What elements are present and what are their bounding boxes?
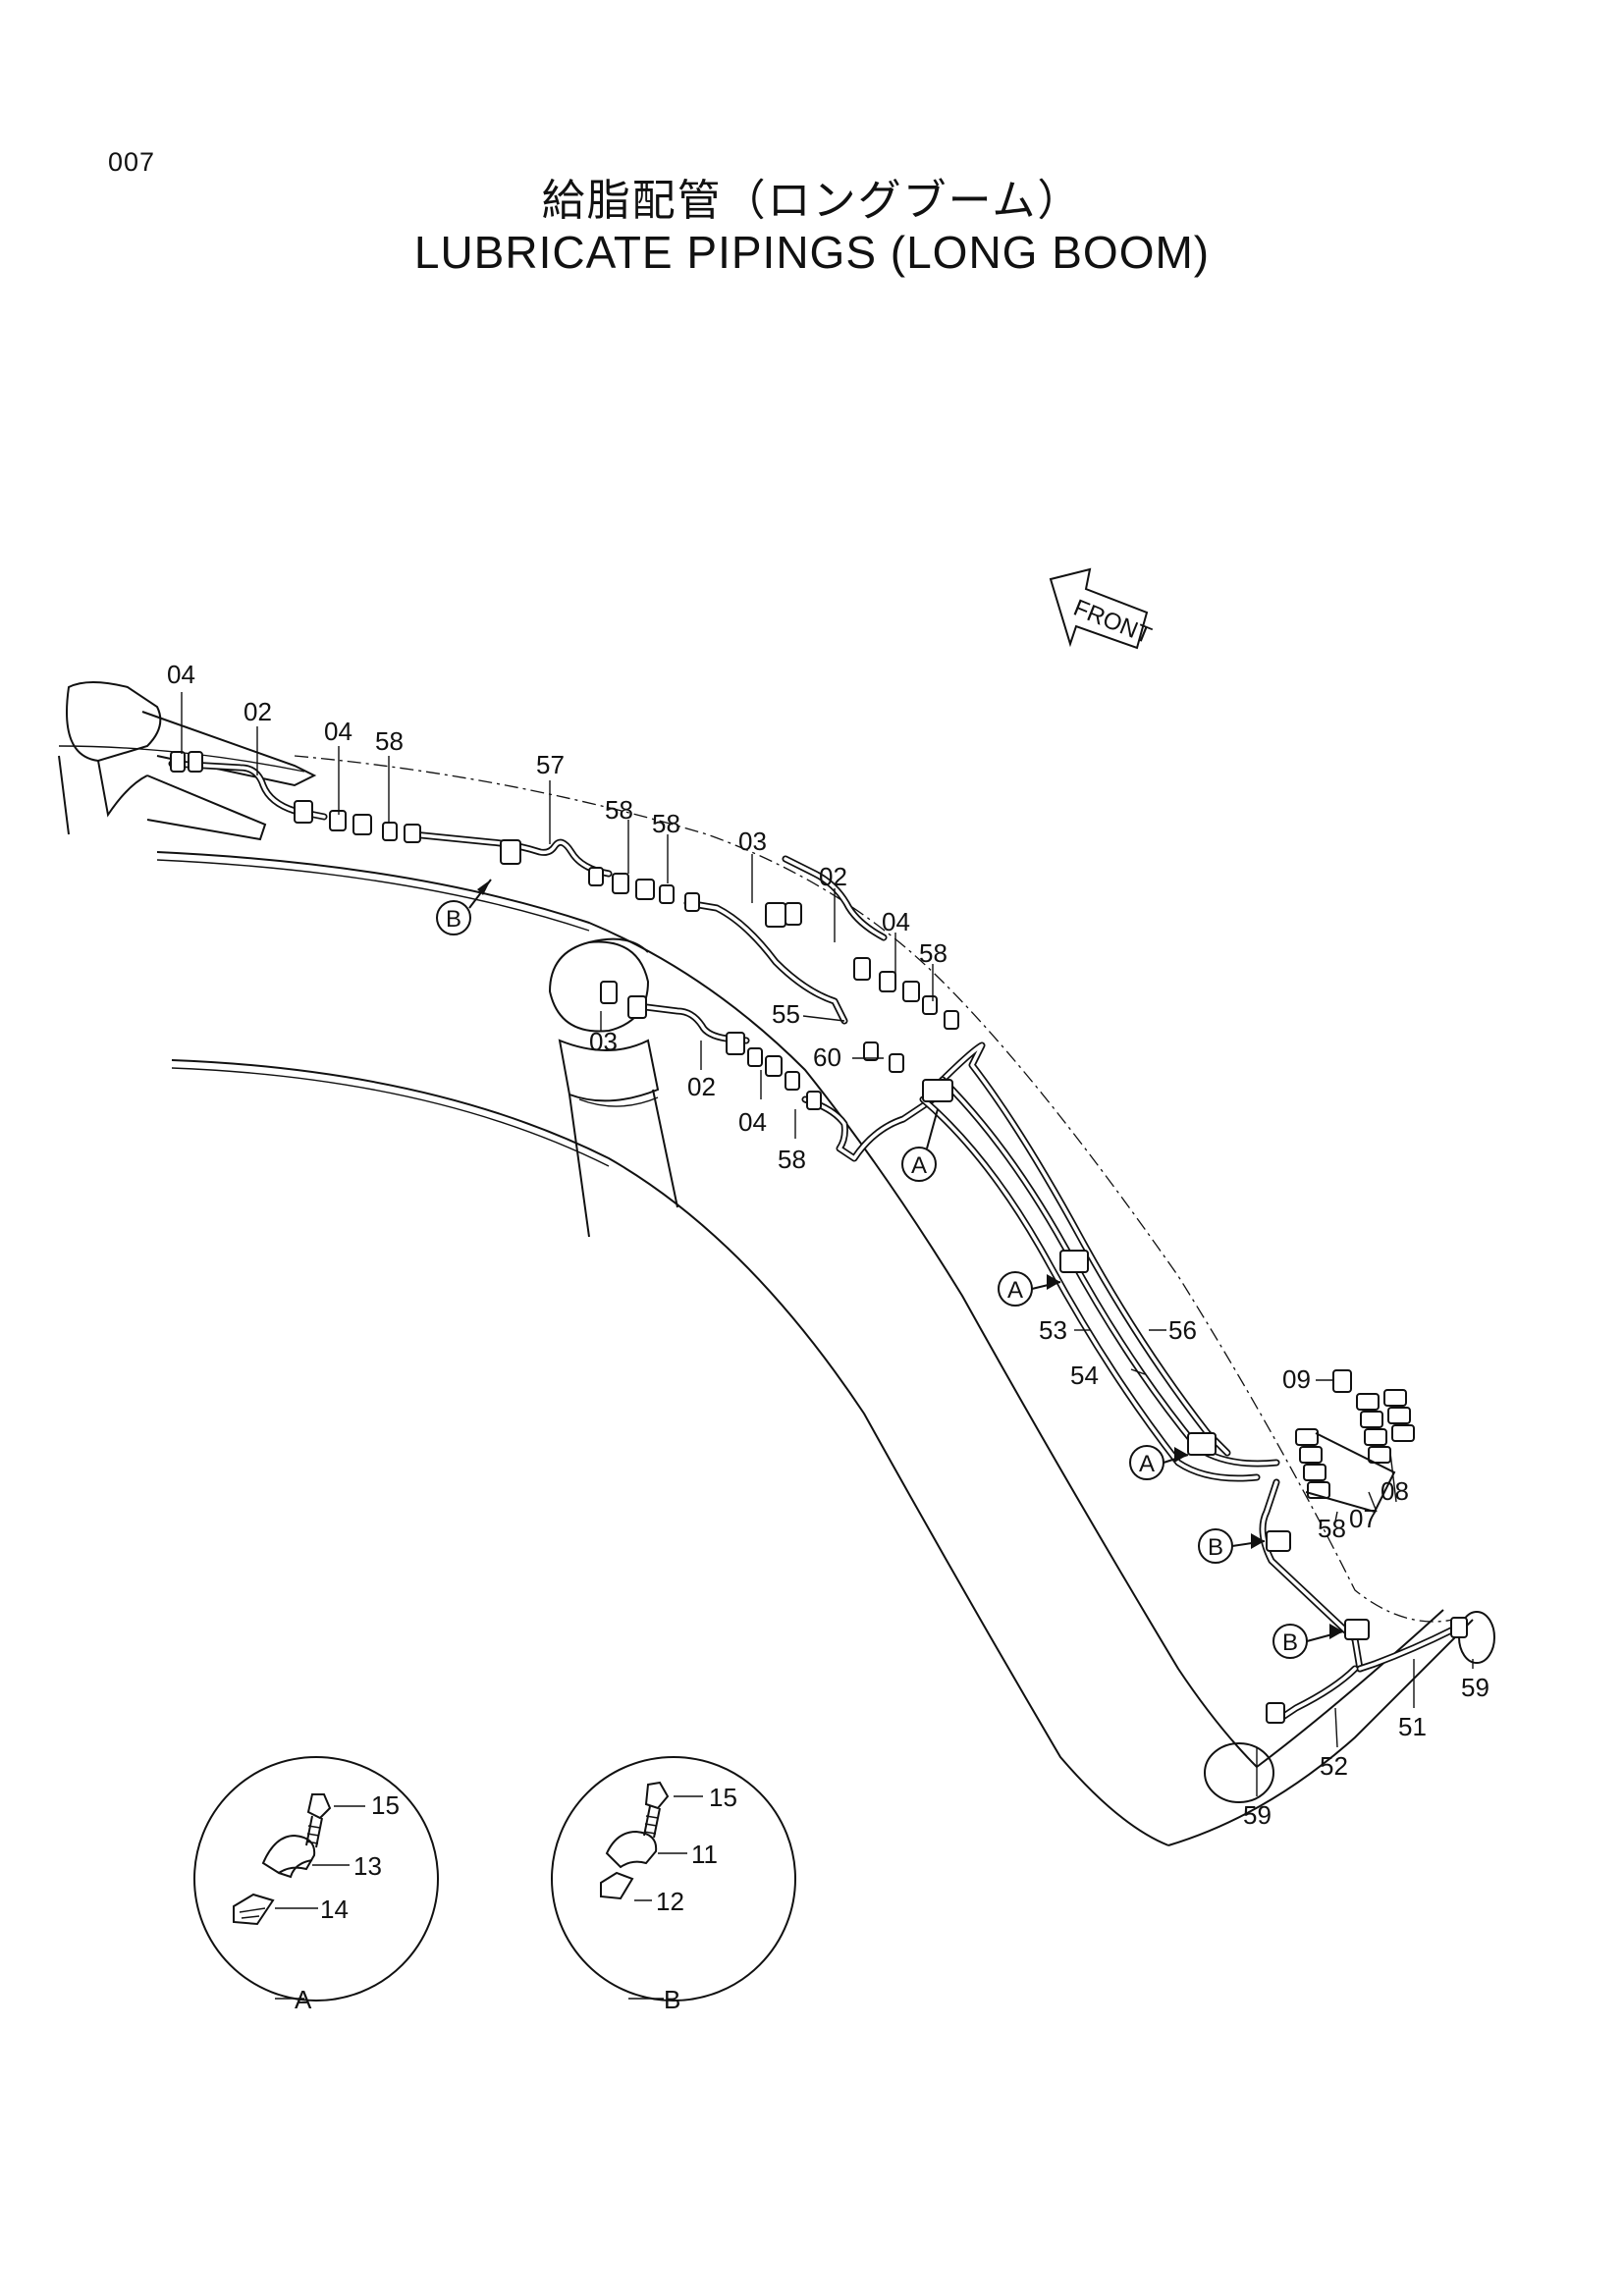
part-label-59: 59 [1243, 1800, 1272, 1830]
callout-a-1: A [911, 1152, 927, 1179]
part-label-55: 55 [772, 999, 800, 1029]
part-label-04: 04 [882, 907, 910, 936]
detail-a-label-13: 13 [353, 1851, 382, 1881]
part-label-51: 51 [1398, 1712, 1427, 1741]
fittings [170, 751, 1468, 1724]
callout-b-2: B [1208, 1534, 1223, 1561]
part-label-58: 58 [652, 809, 680, 838]
callout-a-2: A [1007, 1277, 1023, 1304]
part-label-09: 09 [1282, 1364, 1311, 1394]
part-label-02: 02 [819, 862, 847, 891]
detail-a-label-15: 15 [371, 1790, 400, 1820]
part-label-59: 59 [1461, 1673, 1489, 1702]
part-label-58: 58 [1318, 1514, 1346, 1543]
callout-b-1: B [446, 906, 461, 933]
detail-a-label-14: 14 [320, 1895, 349, 1924]
upper-pipe-route [168, 760, 888, 1025]
detail-a: 15 13 14 A [193, 1756, 439, 2014]
part-label-04: 04 [324, 717, 352, 746]
part-label-60: 60 [813, 1042, 841, 1072]
part-label-52: 52 [1320, 1751, 1348, 1781]
part-label-02: 02 [687, 1072, 716, 1101]
detail-b-caption: B [664, 1985, 680, 2014]
middle-pipe-route [634, 1002, 937, 1162]
part-label-03: 03 [589, 1027, 618, 1056]
detail-b-label-11: 11 [691, 1840, 718, 1869]
part-label-04: 04 [738, 1107, 767, 1137]
title-english: LUBRICATE PIPINGS (LONG BOOM) [413, 227, 1211, 278]
detail-b: 15 11 12 B [551, 1756, 796, 2014]
part-label-53: 53 [1039, 1315, 1067, 1345]
part-number-labels: 04 02 04 58 57 58 58 03 02 04 58 55 60 0… [167, 660, 1489, 1830]
part-label-58: 58 [919, 938, 947, 968]
page-number: 007 [108, 147, 156, 177]
part-label-08: 08 [1380, 1476, 1409, 1506]
part-label-04: 04 [167, 660, 195, 689]
callout-b-3: B [1282, 1629, 1298, 1656]
callout-markers: B A A A B B [436, 879, 1344, 1659]
part-label-03: 03 [738, 827, 767, 856]
detail-a-caption: A [295, 1985, 312, 2014]
detail-b-label-15: 15 [709, 1783, 737, 1812]
part-label-54: 54 [1070, 1361, 1099, 1390]
part-label-56: 56 [1168, 1315, 1197, 1345]
title-japanese: 給脂配管（ロングブーム） [541, 176, 1083, 226]
main-pipe-bundle [919, 1041, 1467, 1722]
front-label: FRONT [1070, 595, 1156, 650]
part-label-58: 58 [778, 1145, 806, 1174]
part-label-58: 58 [605, 795, 633, 825]
boom-outline [58, 681, 1495, 1846]
callout-a-3: A [1139, 1451, 1155, 1477]
part-label-57: 57 [536, 750, 565, 779]
leader-lines [181, 692, 1474, 1796]
detail-b-label-12: 12 [656, 1887, 684, 1916]
part-label-02: 02 [244, 697, 272, 726]
part-label-07: 07 [1349, 1504, 1378, 1533]
front-direction-arrow: FRONT [1049, 567, 1156, 650]
part-label-58: 58 [375, 726, 404, 756]
